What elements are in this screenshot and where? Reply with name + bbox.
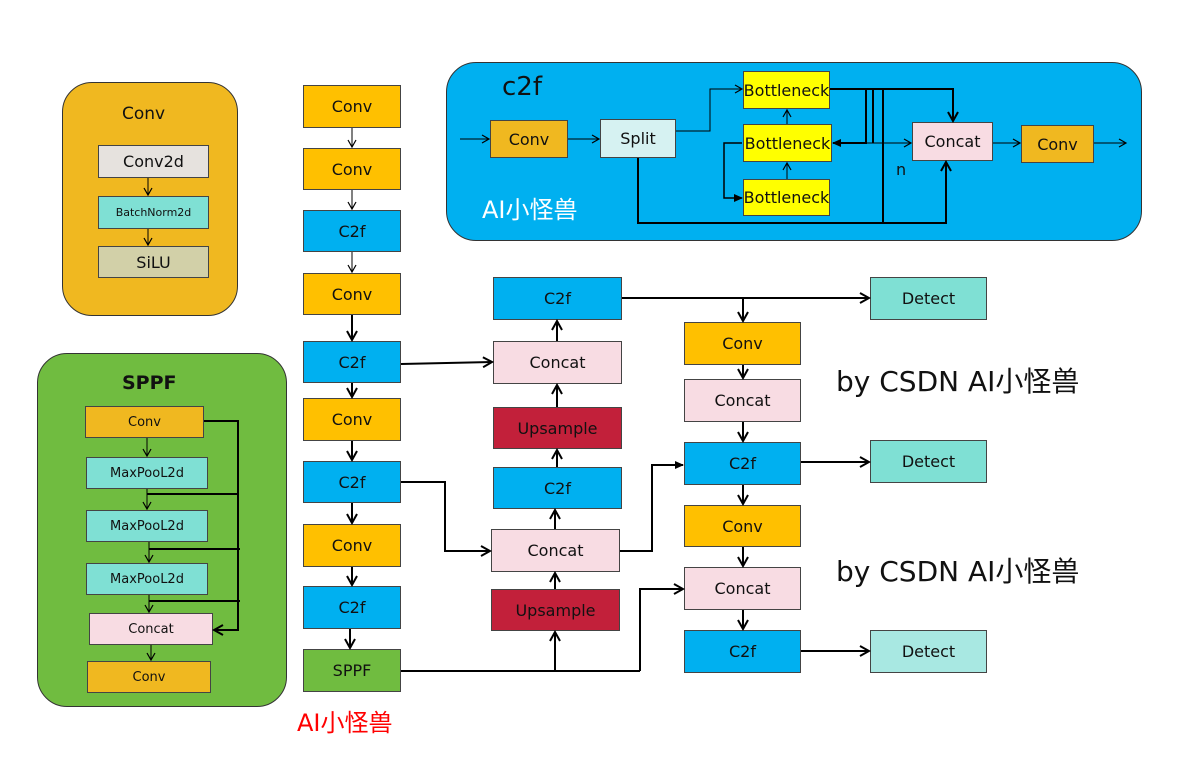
- c2f-bottleneck-block-1: Bottleneck: [743, 71, 830, 109]
- c2f-split-block: Split: [600, 119, 676, 158]
- silu-block: SiLU: [98, 246, 209, 278]
- wire-c2f-bn1-concat: [830, 88, 953, 121]
- detect-head-1: Detect: [870, 277, 987, 320]
- neck-down-conv-2: Conv: [684, 505, 801, 547]
- backbone-conv-4: Conv: [303, 398, 401, 441]
- neck-up-concat-mid: Concat: [491, 529, 620, 572]
- c2f-repeat-label: n: [896, 160, 907, 179]
- wire-c2f-bn2-bn3: [723, 142, 743, 202]
- wire-c2f3-concat-mid: [401, 481, 490, 551]
- backbone-sppf: SPPF: [303, 649, 401, 692]
- neck-down-c2f-2: C2f: [684, 630, 801, 673]
- watermark-2: by CSDN AI小怪兽: [836, 555, 1080, 588]
- sppf-panel-title: SPPF: [122, 372, 177, 394]
- neck-down-conv-1: Conv: [684, 322, 801, 365]
- c2f-concat-block: Concat: [912, 122, 993, 161]
- batchnorm2d-block: BatchNorm2d: [98, 196, 209, 229]
- backbone-conv-1: Conv: [303, 85, 401, 128]
- wire-concat-mid-c2f1: [620, 461, 684, 552]
- c2f-panel-title: c2f: [502, 72, 542, 102]
- backbone-conv-2: Conv: [303, 148, 401, 190]
- wire-sppf-skip: [204, 420, 239, 630]
- backbone-conv-3: Conv: [303, 273, 401, 315]
- watermark-1: by CSDN AI小怪兽: [836, 365, 1080, 398]
- sppf-conv-in-block: Conv: [85, 406, 204, 438]
- sppf-concat-block: Concat: [89, 613, 213, 645]
- conv2d-block: Conv2d: [98, 145, 209, 178]
- sppf-maxpool-block-3: MaxPooL2d: [86, 563, 208, 595]
- neck-up-c2f-mid: C2f: [493, 467, 622, 509]
- wire-c2f-split-concat: [637, 158, 946, 224]
- wire-sppf-concat2: [639, 589, 683, 671]
- detect-head-2: Detect: [870, 440, 987, 483]
- sppf-maxpool-block-1: MaxPooL2d: [86, 457, 208, 489]
- sppf-maxpool-block-2: MaxPooL2d: [86, 510, 208, 542]
- neck-up-c2f-top: C2f: [493, 277, 622, 320]
- wire-c2f-split-bn1: [676, 84, 744, 132]
- conv-panel-title: Conv: [122, 104, 166, 124]
- backbone-caption: AI小怪兽: [297, 709, 393, 737]
- neck-down-concat-1: Concat: [684, 379, 801, 422]
- neck-down-c2f-1: C2f: [684, 442, 801, 485]
- wire-c2f2-concat-top: [400, 362, 492, 364]
- backbone-c2f-3: C2f: [303, 461, 401, 503]
- wire-c2f-feedback: [832, 89, 867, 147]
- backbone-conv-5: Conv: [303, 524, 401, 567]
- backbone-c2f-4: C2f: [303, 586, 401, 629]
- c2f-bottleneck-block-3: Bottleneck: [743, 179, 830, 216]
- backbone-c2f-1: C2f: [303, 210, 401, 252]
- neck-up-concat-top: Concat: [493, 341, 622, 384]
- sppf-conv-out-block: Conv: [87, 661, 211, 693]
- c2f-panel-watermark: AI小怪兽: [482, 196, 578, 224]
- c2f-bottleneck-block-2: Bottleneck: [743, 124, 832, 162]
- c2f-conv-out-block: Conv: [1021, 125, 1094, 163]
- c2f-conv-in-block: Conv: [490, 120, 568, 158]
